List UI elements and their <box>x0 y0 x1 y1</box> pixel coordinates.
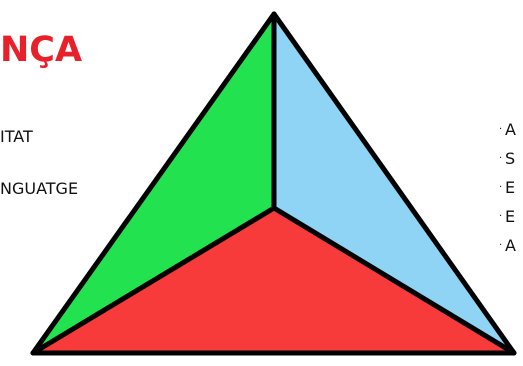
pyramid-diagram <box>0 0 523 366</box>
